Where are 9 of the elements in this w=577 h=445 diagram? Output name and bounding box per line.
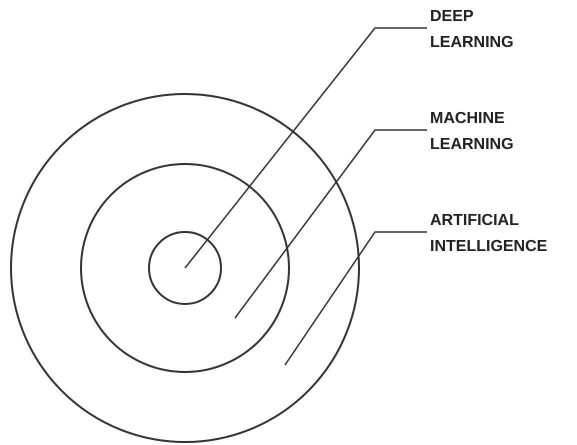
leader-line <box>184 27 427 268</box>
label-text: ARTIFICIAL INTELLIGENCE <box>430 208 575 260</box>
leader-line <box>234 129 427 318</box>
concentric-circle <box>10 93 360 443</box>
label-text: MACHINE LEARNING <box>430 106 570 158</box>
label-text: DEEP LEARNING <box>430 4 530 56</box>
concentric-circle <box>80 163 290 373</box>
concentric-circle <box>148 231 222 305</box>
leader-line <box>284 231 427 366</box>
